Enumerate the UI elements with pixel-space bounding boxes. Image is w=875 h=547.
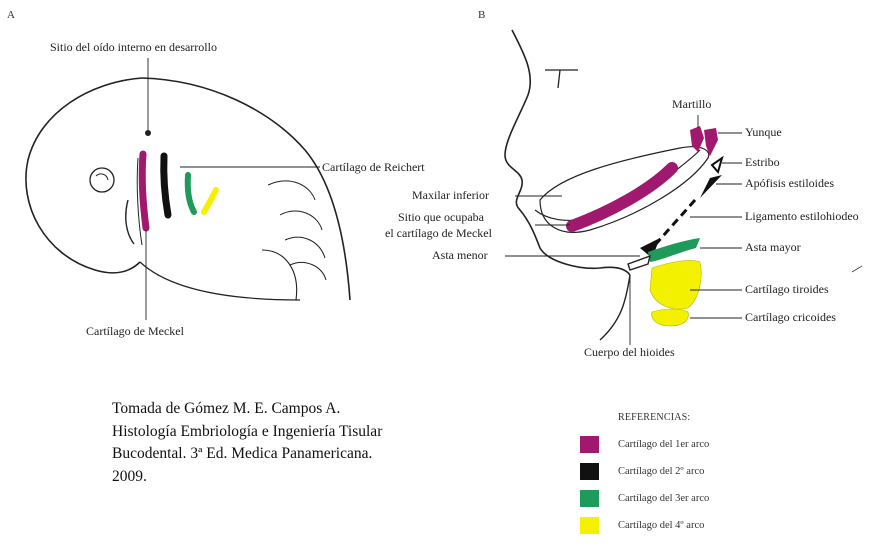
legend-item: Cartílago del 1er arco	[580, 431, 840, 458]
embryo-somites	[268, 181, 326, 280]
embryo-eye	[90, 168, 114, 192]
label-tiroides: Cartílago tiroides	[745, 282, 829, 297]
fourth-arch-cartilage-a	[204, 190, 216, 212]
hioides-body	[628, 256, 650, 270]
meckel-cartilage-b	[572, 168, 672, 226]
stray-mark	[852, 266, 862, 272]
estribo-shape	[712, 158, 722, 172]
eye-brow	[545, 70, 578, 88]
label-asta-menor: Asta menor	[432, 248, 488, 263]
panel-b-leaders	[505, 115, 742, 345]
legend-item: Cartílago del 3er arco	[580, 485, 840, 512]
label-hioides: Cuerpo del hioides	[584, 345, 675, 360]
label-estribo: Estribo	[745, 155, 780, 170]
legend-swatch-arch-3	[580, 490, 599, 507]
apofisis-shape	[700, 175, 722, 198]
panel-a-letter: A	[7, 9, 15, 21]
reichert-cartilage-a	[164, 156, 168, 215]
legend-item: Cartílago del 2º arco	[580, 458, 840, 485]
legend-item: Cartílago del 4º arco	[580, 512, 840, 539]
embryo-body-outline	[142, 78, 350, 300]
legend-label-arch-1: Cartílago del 1er arco	[618, 439, 709, 450]
label-ligamento: Ligamento estilohiodeo	[745, 209, 859, 224]
panel-b-letter: B	[478, 9, 485, 21]
legend-title: REFERENCIAS:	[618, 412, 840, 423]
legend-label-arch-2: Cartílago del 2º arco	[618, 466, 704, 477]
source-caption: Tomada de Gómez M. E. Campos A. Histolog…	[112, 398, 512, 488]
caption-line-2: Histología Embriología e Ingeniería Tisu…	[112, 421, 512, 444]
caption-line-3: Bucodental. 3ª Ed. Medica Panamericana.	[112, 443, 512, 466]
legend: REFERENCIAS: Cartílago del 1er arco Cart…	[580, 412, 840, 539]
third-arch-cartilage-a	[188, 175, 194, 212]
inner-ear-dot	[145, 130, 151, 136]
face-profile	[505, 30, 630, 275]
legend-label-arch-3: Cartílago del 3er arco	[618, 493, 709, 504]
embryo-limb-bud	[262, 250, 297, 300]
caption-line-1: Tomada de Gómez M. E. Campos A.	[112, 398, 512, 421]
label-inner-ear: Sitio del oído interno en desarrollo	[50, 40, 217, 55]
ligamento-dashed	[655, 200, 695, 245]
legend-swatch-arch-4	[580, 517, 599, 534]
label-sitio-meckel-1: Sitio que ocupaba	[398, 210, 484, 225]
label-sitio-meckel-2: el cartílago de Meckel	[385, 226, 492, 241]
neck-front	[600, 275, 630, 340]
label-apofisis: Apófisis estiloides	[745, 176, 834, 191]
embryo-lower-outline	[140, 262, 300, 300]
label-yunque: Yunque	[745, 125, 782, 140]
embryo-pharynx-line	[126, 200, 134, 244]
label-maxilar: Maxilar inferior	[412, 188, 489, 203]
label-martillo: Martillo	[672, 97, 711, 112]
legend-swatch-arch-1	[580, 436, 599, 453]
meckel-cartilage-a	[142, 154, 146, 228]
label-cricoides: Cartílago cricoides	[745, 310, 836, 325]
legend-label-arch-4: Cartílago del 4º arco	[618, 520, 704, 531]
legend-swatch-arch-2	[580, 463, 599, 480]
yunque-shape	[704, 128, 718, 156]
panel-a-leaders	[146, 58, 320, 320]
caption-line-4: 2009.	[112, 466, 512, 489]
label-meckel-a: Cartílago de Meckel	[86, 324, 184, 339]
tiroides-shape	[650, 260, 701, 309]
jaw-inner	[540, 147, 709, 233]
embryo-head-outline	[26, 78, 142, 273]
label-asta-mayor: Asta mayor	[745, 240, 801, 255]
label-reichert: Cartílago de Reichert	[322, 160, 425, 175]
cricoides-shape	[652, 309, 689, 326]
embryo-eye-inner	[96, 174, 108, 180]
